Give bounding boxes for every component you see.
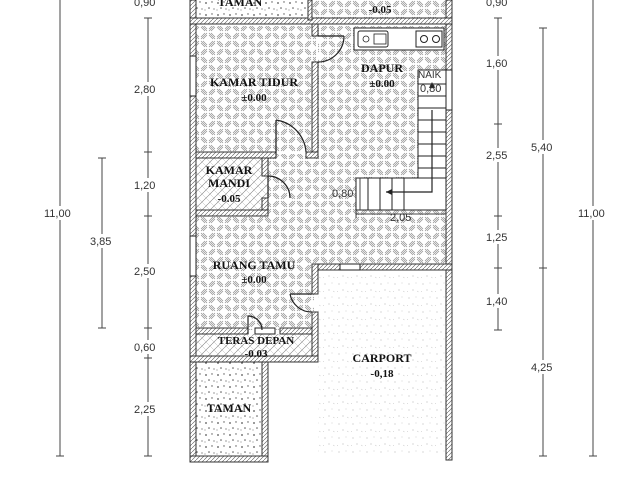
naik-dim: 0,80 — [420, 83, 441, 95]
left-dimensions: 11,00 3,85 0,90 2,80 1,20 2,50 0,60 2,25 — [42, 0, 162, 457]
walls — [189, 0, 453, 463]
carport-area — [318, 270, 446, 456]
stair-run-dim: 2,05 — [390, 212, 411, 224]
dapur-label: DAPUR — [361, 61, 403, 75]
kitchen-counter — [353, 27, 445, 51]
doors — [247, 35, 345, 334]
staircase — [355, 69, 447, 218]
carport-level: -0,18 — [371, 368, 394, 380]
stair-arrow — [386, 110, 433, 193]
left-seg-5: 2,25 — [134, 404, 155, 416]
ruang-tamu-label: RUANG TAMU — [213, 258, 296, 272]
taman-top-label: TAMAN — [218, 0, 263, 9]
kamar-mandi-label-1: KAMAR — [206, 163, 253, 177]
teras-depan-level: -0.03 — [245, 348, 268, 360]
dapur-level: ±0.00 — [369, 78, 395, 90]
stair-width-dim: 0,80 — [332, 188, 353, 200]
taman-bottom-label: TAMAN — [207, 401, 252, 415]
kamar-mandi-area — [196, 158, 268, 214]
left-partial-dim: 3,85 — [90, 236, 111, 248]
left-seg-0: 0,90 — [134, 0, 155, 9]
teras-depan-area — [196, 334, 314, 358]
kamar-tidur-label: KAMAR TIDUR — [210, 75, 298, 89]
kamar-mandi-level: -0.05 — [218, 193, 241, 205]
right-total-dim: 11,00 — [578, 208, 605, 220]
left-total-dim: 11,00 — [44, 208, 71, 220]
top-strip-level: -0.05 — [369, 4, 392, 16]
stove-icon — [415, 30, 443, 48]
teras-depan-label: TERAS DEPAN — [218, 335, 295, 347]
right-mid-upper: 5,40 — [531, 142, 552, 154]
naik-label: NAIK — [418, 70, 442, 81]
taman-bottom-area — [196, 360, 262, 456]
floor-fills — [196, 0, 447, 456]
left-seg-1: 2,80 — [134, 84, 155, 96]
left-seg-4: 0,60 — [134, 342, 155, 354]
right-seg-2: 2,55 — [486, 150, 507, 162]
kamar-tidur-area — [196, 26, 316, 152]
ruang-tamu-level: ±0.00 — [241, 274, 267, 286]
right-seg-3: 1,25 — [486, 232, 507, 244]
top-strip-area — [312, 0, 447, 18]
carport-label: CARPORT — [353, 351, 412, 365]
right-dimensions: 0,90 1,60 2,55 1,25 1,40 5,40 4,25 11,00 — [484, 0, 612, 457]
kamar-mandi-label-2: MANDI — [208, 176, 250, 190]
left-seg-3: 2,50 — [134, 266, 155, 278]
right-seg-1: 1,60 — [486, 58, 507, 70]
kamar-tidur-level: ±0.00 — [241, 92, 267, 104]
right-mid-lower: 4,25 — [531, 362, 552, 374]
right-seg-4: 1,40 — [486, 296, 507, 308]
ruang-tamu-area — [196, 216, 314, 330]
taman-top-area — [196, 0, 308, 18]
windows — [189, 55, 453, 335]
sink-icon — [357, 30, 389, 48]
left-seg-2: 1,20 — [134, 180, 155, 192]
right-seg-0: 0,90 — [486, 0, 507, 9]
